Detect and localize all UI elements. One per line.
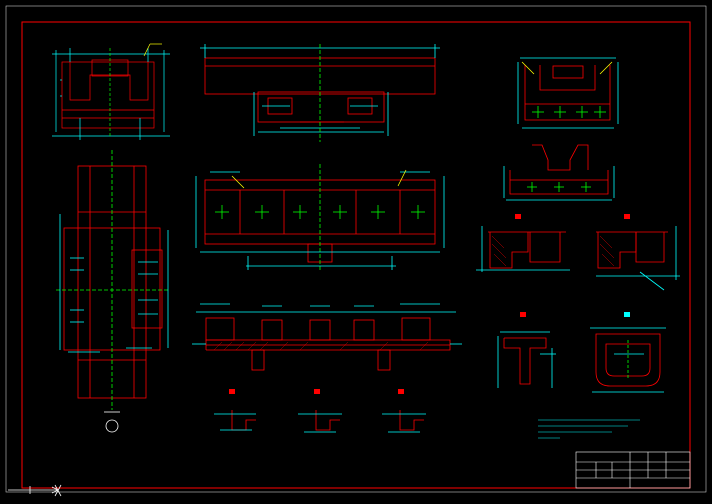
view-right-bottom-t-detail — [497, 312, 556, 388]
view-top-right-section — [517, 57, 619, 129]
title-block — [575, 451, 691, 489]
view-center-long-section — [192, 303, 462, 371]
drawing-frame — [21, 21, 691, 489]
view-top-left-section — [52, 43, 170, 140]
section-mark-d — [520, 312, 526, 317]
notes-block — [538, 419, 640, 439]
view-right-detail-pair — [476, 214, 680, 291]
section-mark-a — [229, 389, 235, 394]
view-left-plan — [56, 150, 170, 433]
section-mark-e — [624, 312, 630, 317]
section-mark-right — [624, 214, 630, 219]
section-mark-b — [314, 389, 320, 394]
view-right-middle-section — [503, 144, 615, 201]
outer-border — [5, 5, 707, 493]
section-mark-left — [515, 214, 521, 219]
view-top-center-elevation — [200, 44, 440, 142]
view-bottom-details — [214, 389, 426, 433]
ucs-axis-icon — [8, 484, 62, 497]
section-mark-c — [398, 389, 404, 394]
view-right-bottom-rounded-detail — [590, 312, 666, 393]
view-center-plan — [195, 164, 445, 270]
